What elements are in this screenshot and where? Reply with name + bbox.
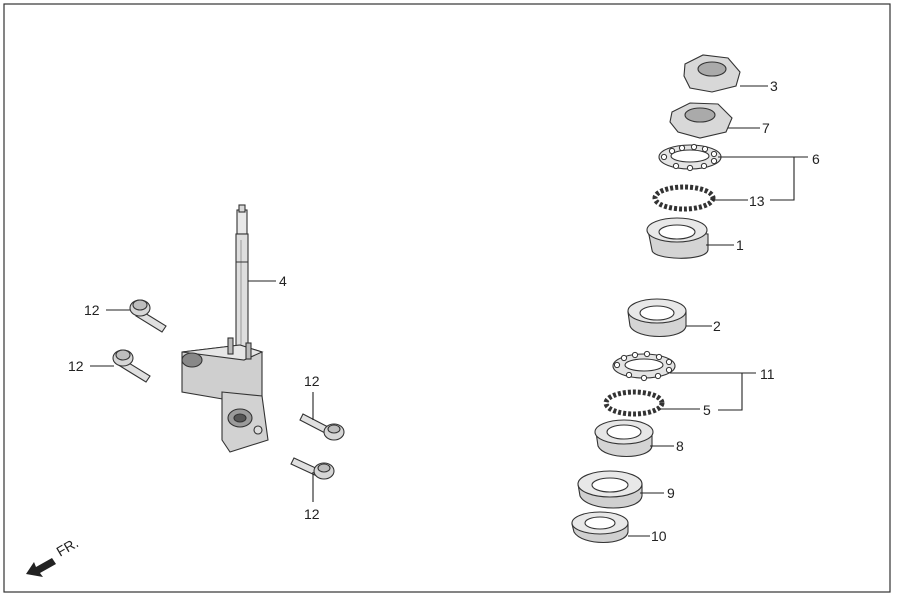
steering-stem-part [181,204,269,453]
ball-race-11-part [612,350,676,382]
callout-12-b: 12 [68,358,84,374]
callout-10: 10 [651,528,667,544]
callout-12-a: 12 [84,302,100,318]
bolt-12-b [112,349,151,383]
callout-13: 13 [749,193,765,209]
callout-3: 3 [770,78,778,94]
ball-ring-13-part [652,184,716,212]
race-8-part [594,419,654,457]
nut-7-part [669,102,733,139]
callout-9: 9 [667,485,675,501]
callout-7: 7 [762,120,770,136]
front-arrow-icon [26,558,56,577]
washer-10-part [571,511,629,543]
bolt-12-c [299,413,345,441]
race-1-part [646,217,709,259]
race-2-part [627,298,687,337]
callout-2: 2 [713,318,721,334]
ball-race-6-part [658,143,722,172]
callout-12-d: 12 [304,506,320,522]
callout-11: 11 [760,366,775,382]
ball-ring-5-part [603,389,665,417]
diagram-border [3,3,891,593]
callout-6: 6 [812,151,820,167]
callout-8: 8 [676,438,684,454]
leader-lines [90,85,808,537]
callout-12-c: 12 [304,373,320,389]
callout-5: 5 [703,402,711,418]
callout-1: 1 [736,237,744,253]
nut-3-part [683,54,741,93]
bolt-12-a [129,299,167,333]
seal-9-part [577,470,643,509]
bolt-12-d [290,457,335,480]
callout-4: 4 [279,273,287,289]
